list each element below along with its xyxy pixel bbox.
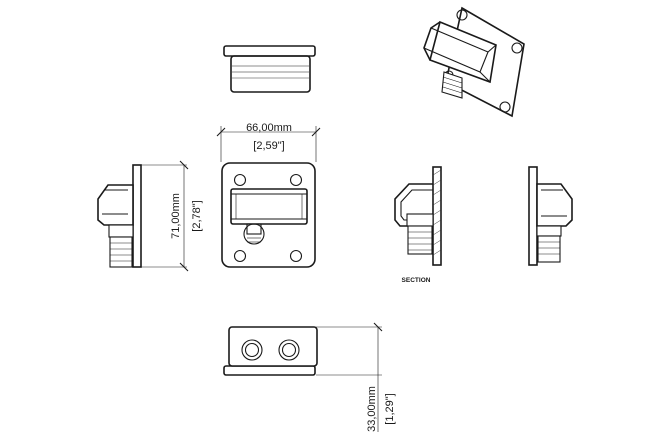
dimension-labels: 66,00mm [2,59"] 71,00mm [2,78"] 33,00mm … [170, 122, 396, 432]
front-view [216, 126, 321, 268]
bottom-view [223, 322, 383, 432]
isometric-view [423, 6, 525, 118]
left-side-view [97, 160, 189, 272]
section-label: SECTION [402, 277, 431, 284]
width-in-label: [2,59"] [253, 140, 284, 152]
section-view: SECTION [394, 166, 442, 284]
height-in-label: [2,78"] [191, 200, 203, 231]
right-side-view [528, 166, 573, 266]
width-mm-label: 66,00mm [246, 122, 292, 134]
depth-in-label: [1,29"] [384, 393, 396, 424]
height-mm-label: 71,00mm [170, 193, 182, 239]
top-view [223, 45, 316, 93]
depth-mm-label: 33,00mm [366, 386, 378, 432]
